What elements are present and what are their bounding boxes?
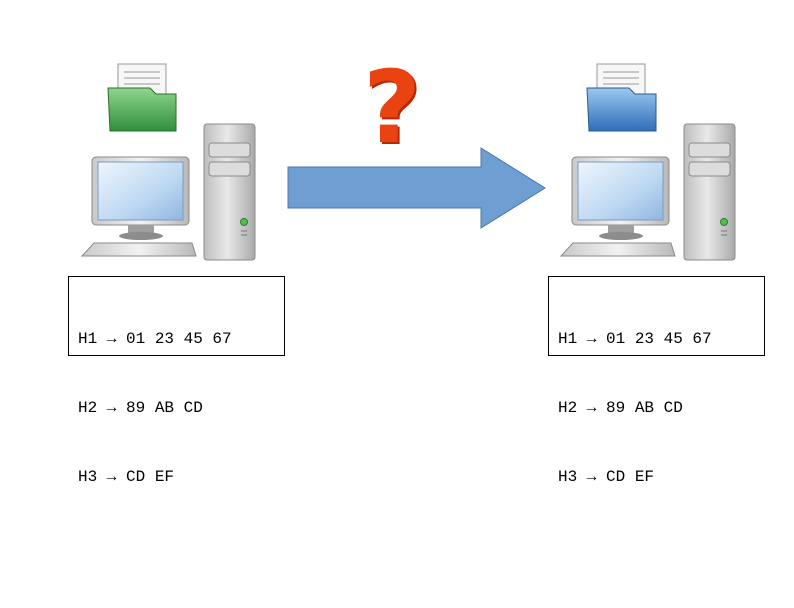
left-hash-line: H3 → CD EF [78, 468, 175, 486]
left-monitor-icon [91, 156, 190, 240]
transfer-arrow [287, 147, 546, 229]
right-monitor-icon [571, 156, 670, 240]
left-folder-icon [107, 87, 177, 132]
right-hash-line: H1 → 01 23 45 67 [558, 330, 712, 348]
right-hash-line: H3 → CD EF [558, 468, 655, 486]
left-hash-line: H1 → 01 23 45 67 [78, 330, 232, 348]
left-computer [80, 63, 256, 261]
left-tower-icon [203, 123, 256, 261]
left-hash-line: H2 → 89 AB CD [78, 399, 203, 417]
right-hash-table: H1 → 01 23 45 67 H2 → 89 AB CD H3 → CD E… [548, 276, 765, 486]
right-tower-icon [683, 123, 736, 261]
right-folder-icon [586, 87, 657, 132]
right-computer [559, 63, 736, 261]
right-keyboard-icon [559, 242, 676, 257]
right-hash-line: H2 → 89 AB CD [558, 399, 683, 417]
left-keyboard-icon [80, 242, 197, 257]
question-mark: ? [362, 49, 421, 166]
left-hash-table: H1 → 01 23 45 67 H2 → 89 AB CD H3 → CD E… [68, 276, 285, 486]
